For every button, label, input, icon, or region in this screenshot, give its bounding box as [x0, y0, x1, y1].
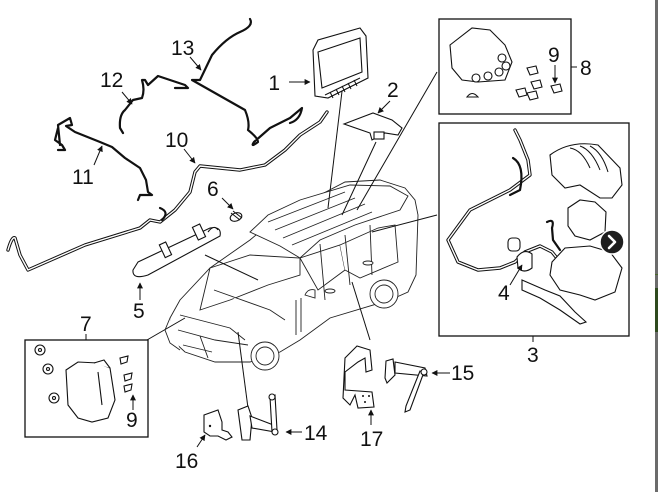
callout-2: 2	[387, 79, 399, 102]
next-image-button[interactable]	[599, 229, 625, 255]
edge-accent-block	[655, 288, 658, 332]
part-3-compressor-kit-box[interactable]	[438, 122, 630, 342]
callout-3: 3	[527, 344, 539, 367]
callout-5: 5	[133, 300, 145, 323]
callout-7: 7	[80, 313, 92, 336]
callout-11-arrow	[93, 145, 103, 166]
vehicle-illustration	[164, 179, 419, 371]
callout-9a: 9	[548, 44, 560, 67]
callout-13: 13	[171, 37, 194, 60]
callout-12: 12	[100, 69, 123, 92]
callout-9b: 9	[126, 409, 138, 432]
part-1-control-module[interactable]	[312, 27, 369, 99]
callout-4: 4	[498, 282, 510, 305]
callout-13-arrow	[189, 56, 202, 71]
callout-6-arrow	[221, 197, 234, 210]
callout-2-arrow	[377, 100, 391, 114]
right-edge-scrollbar[interactable]	[655, 0, 658, 492]
chevron-right-icon	[607, 234, 617, 250]
callout-8: 8	[580, 57, 592, 80]
callout-6: 6	[207, 178, 219, 201]
callout-10-arrow	[183, 148, 196, 164]
part-17-bracket[interactable]	[342, 345, 375, 409]
callout-12-arrow	[121, 91, 133, 105]
part-7-kit-box[interactable]	[24, 334, 149, 438]
part-8-valve-block-box[interactable]	[438, 18, 577, 115]
callout-4-arrow	[509, 264, 523, 286]
part-6-fitting[interactable]	[229, 210, 243, 223]
callout-11: 11	[72, 166, 94, 189]
edge-accent-line	[655, 274, 658, 275]
part-14-height-sensor[interactable]	[237, 393, 279, 441]
callout-10: 10	[165, 129, 188, 152]
part-16-bracket[interactable]	[203, 409, 233, 441]
callout-16: 16	[175, 450, 198, 473]
part-2-bracket[interactable]	[342, 112, 403, 141]
callout-16-arrow	[196, 434, 206, 448]
callout-14: 14	[304, 422, 328, 445]
callout-17: 17	[360, 428, 383, 451]
part-15-height-sensor[interactable]	[384, 358, 428, 413]
callout-1: 1	[268, 72, 280, 95]
callout-15: 15	[451, 362, 474, 385]
part-5-strut[interactable]	[132, 223, 221, 278]
leader-lines	[146, 71, 438, 409]
